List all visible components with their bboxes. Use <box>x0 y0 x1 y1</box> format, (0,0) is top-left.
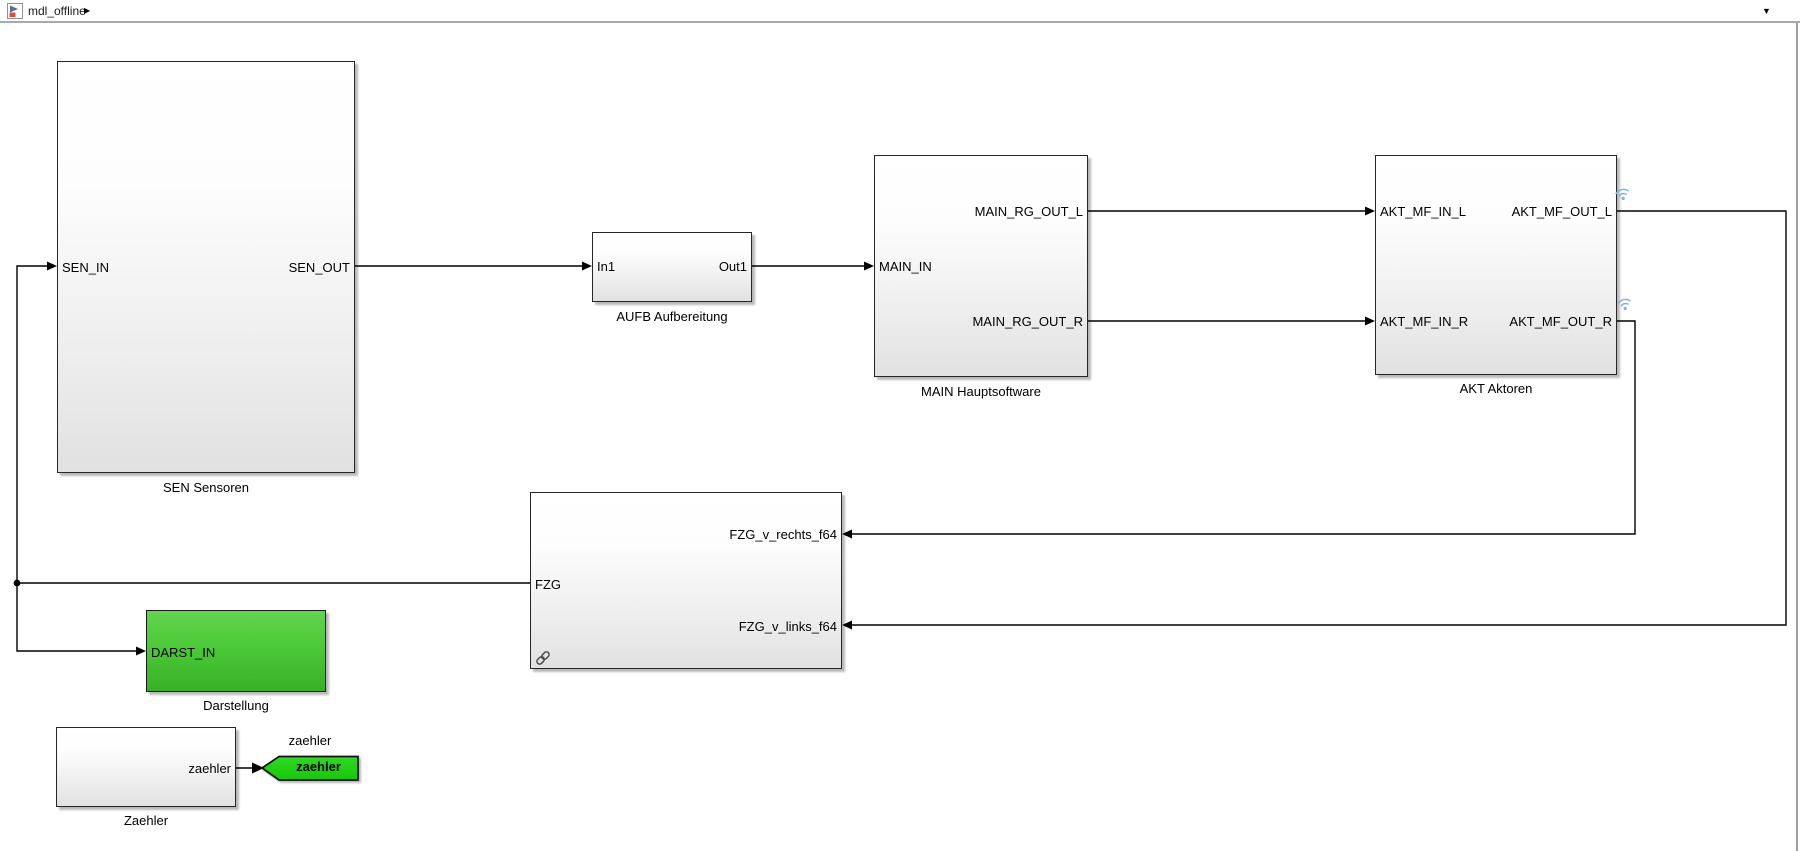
goto-tag-text: zaehler <box>296 759 341 774</box>
port-aufb-out1: Out1 <box>718 259 747 274</box>
junction-dot <box>13 579 21 587</box>
block-aufb-aufbereitung[interactable]: In1 Out1 <box>592 232 752 302</box>
caption-akt-aktoren: AKT Aktoren <box>1459 381 1533 396</box>
port-aufb-in1: In1 <box>597 259 616 274</box>
block-sen-sensoren[interactable]: SEN_IN SEN_OUT <box>57 61 355 473</box>
arrowhead-goto-tag <box>252 762 264 774</box>
arrowhead-sen-in <box>47 261 57 271</box>
block-akt-aktoren[interactable]: AKT_MF_IN_L AKT_MF_IN_R AKT_MF_OUT_L AKT… <box>1375 155 1617 375</box>
port-akt-in-r: AKT_MF_IN_R <box>1380 314 1469 329</box>
port-fzg-v-rechts: FZG_v_rechts_f64 <box>729 527 837 542</box>
model-icon-glyph <box>10 5 18 13</box>
port-fzg-v-links: FZG_v_links_f64 <box>738 619 837 634</box>
caption-darstellung: Darstellung <box>203 698 269 713</box>
signal-wires <box>13 206 1787 774</box>
caption-main-hauptsoftware: MAIN Hauptsoftware <box>921 384 1041 399</box>
goto-tag-shape[interactable] <box>260 755 359 781</box>
breadcrumb[interactable]: mdl_offline ▶ ▼ <box>0 0 1800 23</box>
library-link-icon <box>536 651 550 665</box>
port-darst-in: DARST_IN <box>151 645 216 660</box>
signal-logging-icon-l[interactable] <box>1612 184 1634 204</box>
arrowhead-fzg-rechts <box>842 529 852 539</box>
signal-logging-icon-r[interactable] <box>1614 294 1636 314</box>
simulink-model-icon <box>7 3 23 19</box>
block-zaehler[interactable]: zaehler <box>56 727 236 807</box>
arrowhead-main-in <box>864 261 874 271</box>
block-darstellung[interactable]: DARST_IN <box>146 610 326 692</box>
block-fzg[interactable]: FZG FZG_v_rechts_f64 FZG_v_links_f64 <box>530 492 842 669</box>
diagram-canvas[interactable]: SEN_IN SEN_OUT SEN Sensoren In1 Out1 AUF… <box>0 23 1800 851</box>
port-main-out-l: MAIN_RG_OUT_L <box>974 204 1083 219</box>
arrowhead-fzg-links <box>842 620 852 630</box>
port-akt-in-l: AKT_MF_IN_L <box>1380 204 1466 219</box>
arrowhead-akt-in-r <box>1365 316 1375 326</box>
wire-fzg-to-darstellung[interactable] <box>16 583 137 652</box>
port-sen-in: SEN_IN <box>62 260 109 275</box>
breadcrumb-arrow-icon[interactable]: ▶ <box>84 6 91 15</box>
port-akt-out-l: AKT_MF_OUT_L <box>1511 204 1612 219</box>
dropdown-arrow-icon[interactable]: ▼ <box>1762 6 1771 16</box>
caption-sen-sensoren: SEN Sensoren <box>163 480 249 495</box>
port-main-out-r: MAIN_RG_OUT_R <box>972 314 1083 329</box>
wire-akt-l-to-fzg-links[interactable] <box>851 210 1787 626</box>
port-fzg: FZG <box>535 577 561 592</box>
wire-akt-r-to-fzg-rechts[interactable] <box>851 320 1636 535</box>
caption-aufb-aufbereitung: AUFB Aufbereitung <box>616 309 728 324</box>
port-main-in: MAIN_IN <box>879 259 932 274</box>
goto-tag-zaehler[interactable] <box>258 751 364 783</box>
block-main-hauptsoftware[interactable]: MAIN_IN MAIN_RG_OUT_L MAIN_RG_OUT_R <box>874 155 1088 377</box>
goto-tag-label: zaehler <box>288 733 332 748</box>
canvas-right-border <box>1796 23 1798 851</box>
model-icon-badge <box>9 12 16 17</box>
breadcrumb-model-name[interactable]: mdl_offline <box>28 4 86 18</box>
port-sen-out: SEN_OUT <box>288 260 350 275</box>
port-zaehler-out: zaehler <box>188 761 231 776</box>
caption-zaehler: Zaehler <box>123 813 169 828</box>
arrowhead-darst-in <box>136 646 146 656</box>
arrowhead-aufb-in <box>582 261 592 271</box>
arrowhead-akt-in-l <box>1365 206 1375 216</box>
port-akt-out-r: AKT_MF_OUT_R <box>1509 314 1612 329</box>
wire-fzg-to-sen[interactable] <box>16 265 530 584</box>
